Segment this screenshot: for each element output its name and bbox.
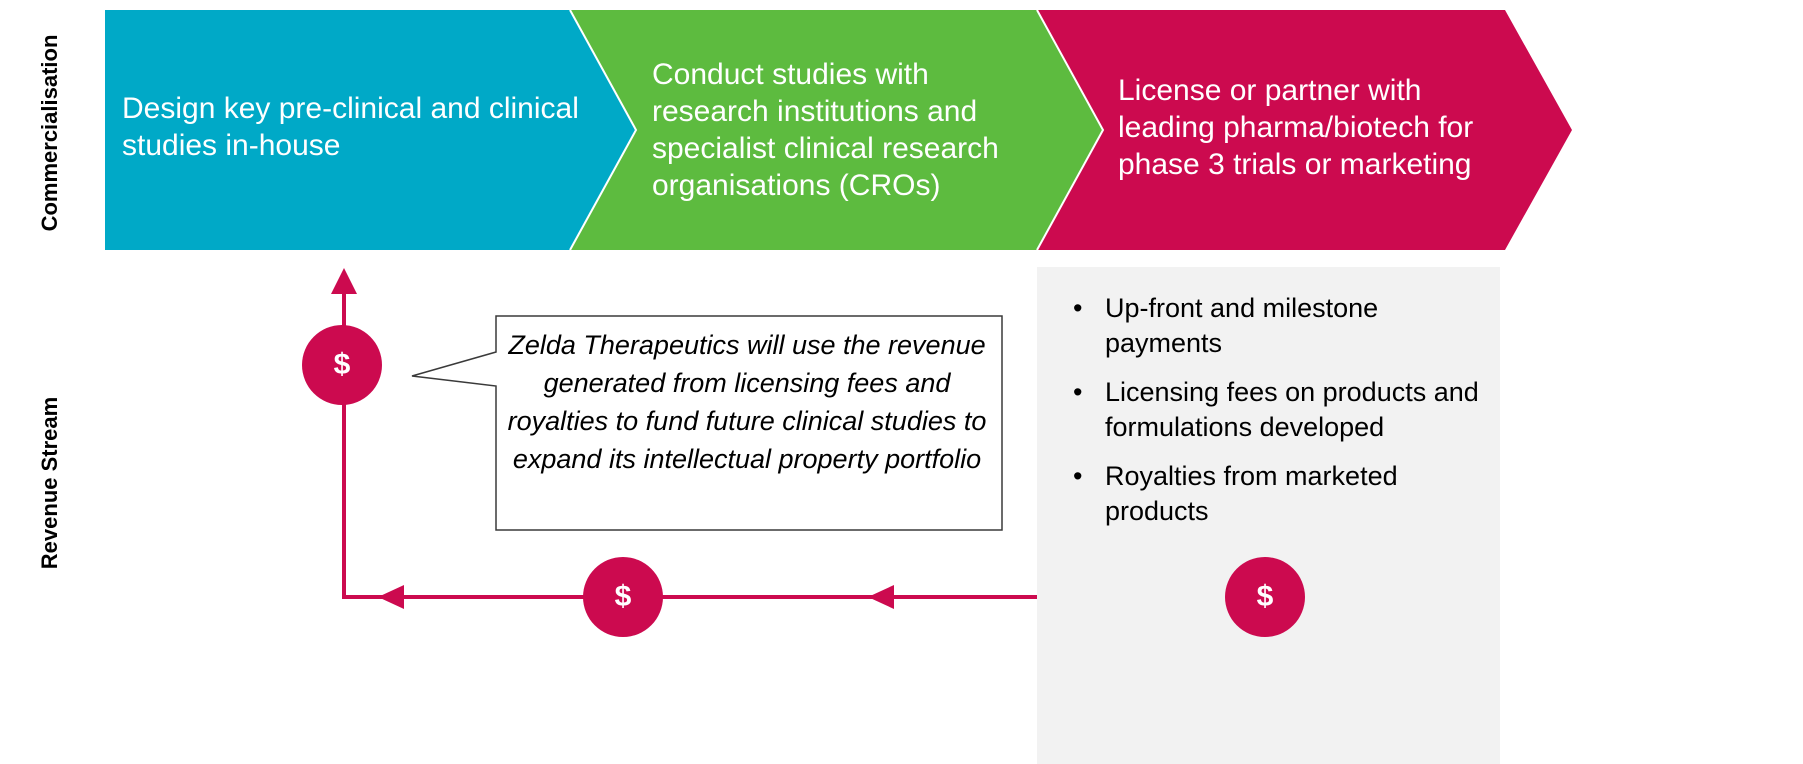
dollar-coin-icon: $ [1225,557,1305,637]
chevron-divider [1036,9,1105,251]
chevron-design [105,10,636,250]
revenue-item-text: Royalties from marketed products [1105,461,1398,526]
chevron-license-text: License or partner with leading pharma/b… [1118,74,1474,181]
chevron-conduct [570,10,1103,250]
revenue-item-text: Licensing fees on products and formulati… [1105,377,1479,442]
chevron-divider [569,9,638,251]
bullet-icon: • [1073,293,1083,323]
callout-bubble [411,315,1003,531]
list-item: • Up-front and milestone payments [1067,291,1487,361]
list-item: • Royalties from marketed products [1067,459,1487,529]
bullet-icon: • [1073,461,1083,491]
revenue-panel: • Up-front and milestone payments • Lice… [1037,267,1500,764]
callout-text: Zelda Therapeutics will use the revenue … [507,330,987,474]
dollar-coin-icon: $ [583,557,663,637]
chevron-design-text: Design key pre-clinical and clinical stu… [122,92,579,162]
chevron-license [1037,10,1572,250]
list-item: • Licensing fees on products and formula… [1067,375,1487,445]
arrow-left-icon [868,585,894,609]
arrow-up-icon [331,268,357,294]
revenue-item-text: Up-front and milestone payments [1105,293,1379,358]
bullet-icon: • [1073,377,1083,407]
chevron-conduct-text: Conduct studies with research institutio… [652,58,999,202]
revenue-list: • Up-front and milestone payments • Lice… [1067,291,1487,543]
dollar-coin-icon: $ [302,325,382,405]
arrow-left-icon [378,585,404,609]
